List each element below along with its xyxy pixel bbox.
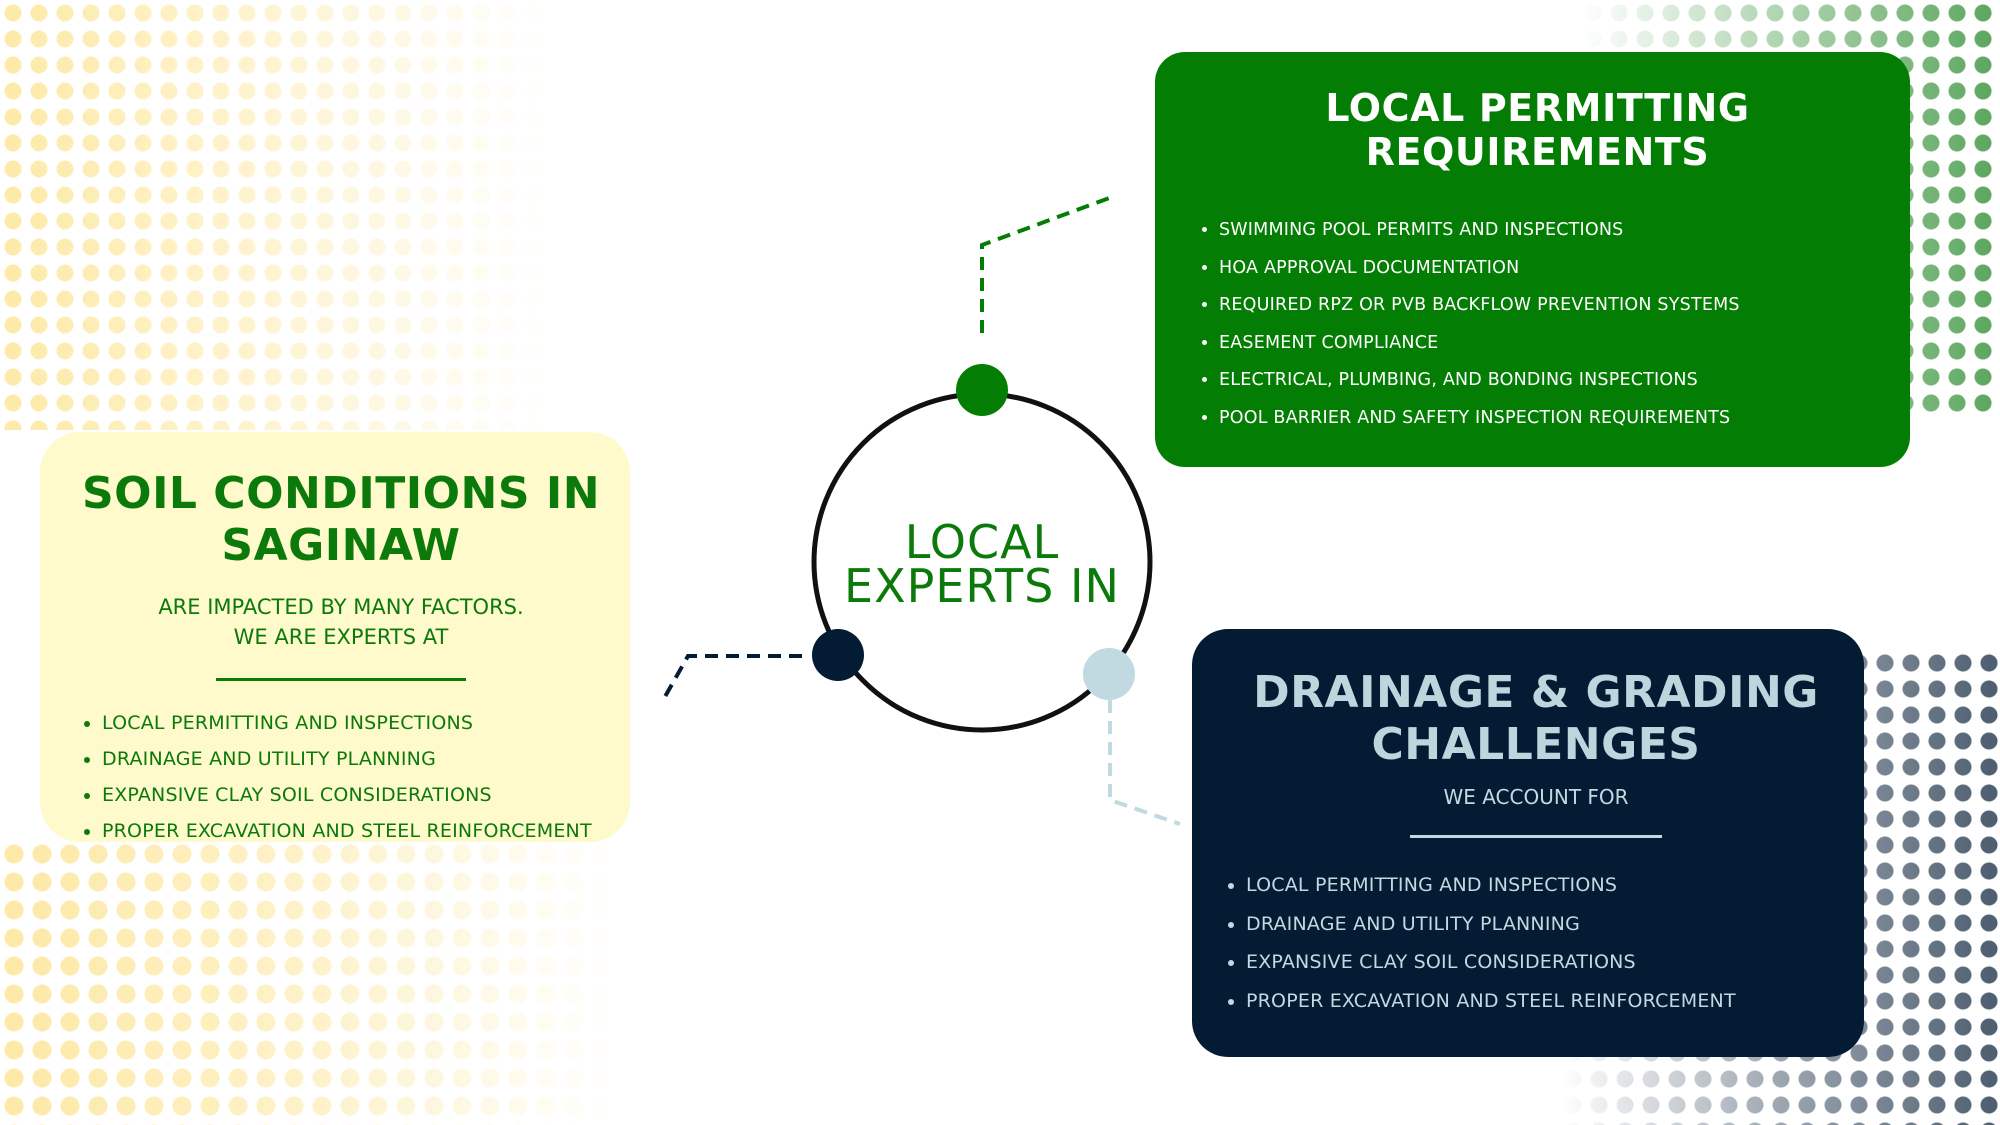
soil-title-line1: SOIL CONDITIONS IN <box>81 468 601 519</box>
drainage-list-item: EXPANSIVE CLAY SOIL CONSIDERATIONS <box>1246 943 1844 982</box>
soil-card-title: SOIL CONDITIONS IN SAGINAW <box>62 468 620 572</box>
permitting-card: LOCAL PERMITTING REQUIREMENTS SWIMMING P… <box>1155 52 1910 467</box>
soil-conditions-card: SOIL CONDITIONS IN SAGINAW ARE IMPACTED … <box>40 432 630 842</box>
drainage-title-line2: CHALLENGES <box>1371 719 1701 770</box>
connector-light-blue <box>1108 700 1181 826</box>
permitting-card-title: LOCAL PERMITTING REQUIREMENTS <box>1195 86 1880 174</box>
drainage-list-item: DRAINAGE AND UTILITY PLANNING <box>1246 905 1844 944</box>
permitting-list-item: POOL BARRIER AND SAFETY INSPECTION REQUI… <box>1219 400 1880 438</box>
center-title: LOCAL EXPERTS IN <box>812 515 1152 613</box>
drainage-title-line1: DRAINAGE & GRADING <box>1253 667 1819 718</box>
soil-divider <box>216 678 466 681</box>
soil-list-item: PROPER EXCAVATION AND STEEL REINFORCEMEN… <box>102 813 620 849</box>
node-navy <box>812 629 864 681</box>
permitting-title-line2: REQUIREMENTS <box>1365 130 1710 174</box>
soil-subtitle-line2: WE ARE EXPERTS AT <box>233 625 449 649</box>
soil-list-item: LOCAL PERMITTING AND INSPECTIONS <box>102 705 620 741</box>
drainage-card-subtitle: WE ACCOUNT FOR <box>1443 785 1629 809</box>
drainage-card-title: DRAINAGE & GRADING CHALLENGES <box>1228 667 1844 771</box>
drainage-list: LOCAL PERMITTING AND INSPECTIONS DRAINAG… <box>1228 866 1844 1020</box>
permitting-list-item: ELECTRICAL, PLUMBING, AND BONDING INSPEC… <box>1219 362 1880 400</box>
soil-title-line2: SAGINAW <box>221 520 461 571</box>
node-light-blue <box>1083 648 1135 700</box>
connector-green <box>980 195 1113 333</box>
center-title-line1: LOCAL <box>904 515 1060 569</box>
permitting-list-item: HOA APPROVAL DOCUMENTATION <box>1219 250 1880 288</box>
permitting-list-item: EASEMENT COMPLIANCE <box>1219 325 1880 363</box>
drainage-list-item: PROPER EXCAVATION AND STEEL REINFORCEMEN… <box>1246 982 1844 1021</box>
drainage-divider <box>1410 835 1662 838</box>
soil-card-subtitle: ARE IMPACTED BY MANY FACTORS. WE ARE EXP… <box>62 592 620 652</box>
permitting-list-item: SWIMMING POOL PERMITS AND INSPECTIONS <box>1219 212 1880 250</box>
drainage-card: DRAINAGE & GRADING CHALLENGES WE ACCOUNT… <box>1192 629 1864 1057</box>
soil-subtitle-line1: ARE IMPACTED BY MANY FACTORS. <box>158 595 524 619</box>
dot-pattern-bottom-left <box>0 840 620 1125</box>
soil-list-item: DRAINAGE AND UTILITY PLANNING <box>102 741 620 777</box>
permitting-title-line1: LOCAL PERMITTING <box>1325 86 1750 130</box>
node-green <box>956 364 1008 416</box>
soil-list-item: EXPANSIVE CLAY SOIL CONSIDERATIONS <box>102 777 620 813</box>
connector-navy <box>660 654 802 703</box>
center-title-line2: EXPERTS IN <box>844 559 1120 613</box>
dot-pattern-top-left <box>0 0 560 430</box>
soil-list: LOCAL PERMITTING AND INSPECTIONS DRAINAG… <box>62 705 620 849</box>
permitting-list-item: REQUIRED RPZ OR PVB BACKFLOW PREVENTION … <box>1219 287 1880 325</box>
permitting-list: SWIMMING POOL PERMITS AND INSPECTIONS HO… <box>1195 212 1880 438</box>
drainage-list-item: LOCAL PERMITTING AND INSPECTIONS <box>1246 866 1844 905</box>
